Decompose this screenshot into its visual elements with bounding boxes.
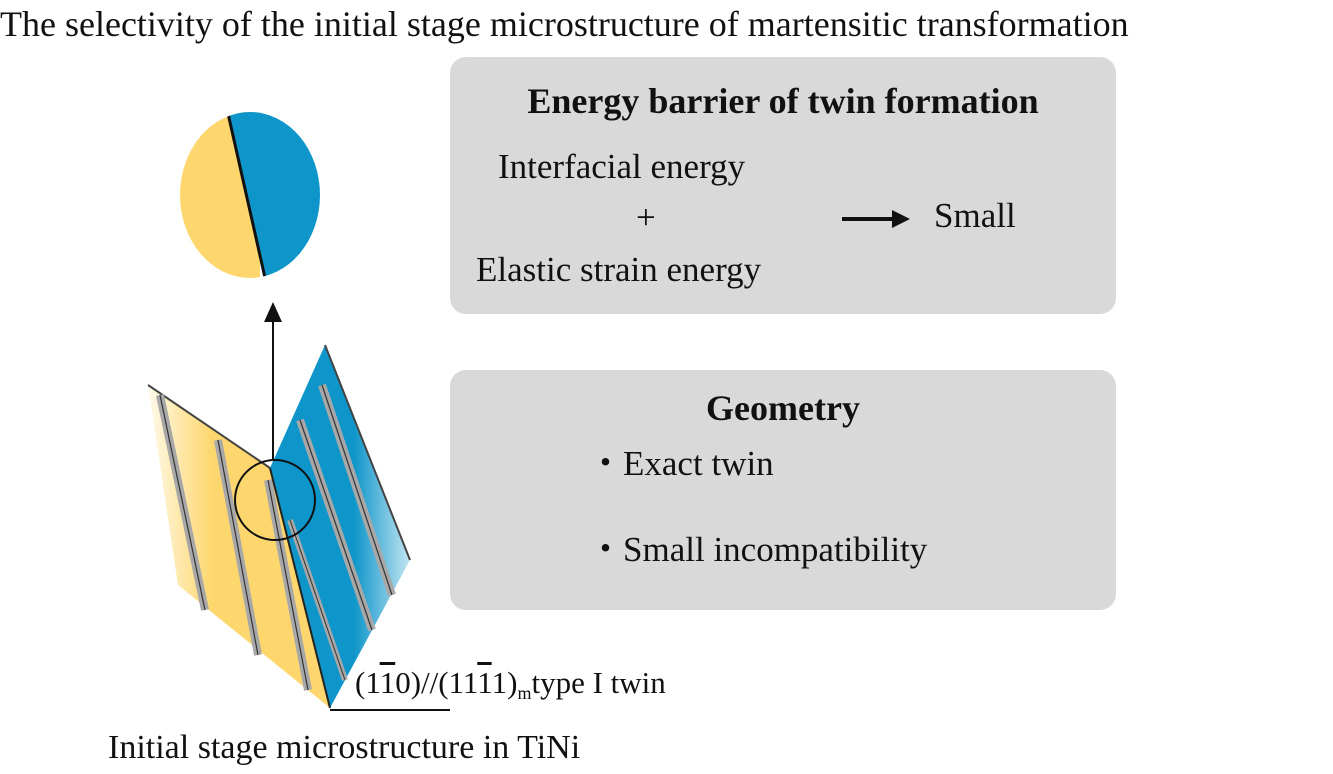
magnified-region-circle (234, 459, 316, 541)
yellow-variant-plate (147, 384, 330, 708)
plus-sign: + (636, 198, 656, 237)
arrow-up-icon (264, 302, 282, 322)
bullet: ・ (588, 530, 624, 569)
geometry-item-exact-twin: ・Exact twin (588, 444, 774, 484)
geometry-item-label: Exact twin (623, 444, 774, 483)
microstructure-illustration (147, 112, 450, 711)
interfacial-energy-label: Interfacial energy (498, 147, 746, 186)
figure-caption: Initial stage microstructure in TiNi (108, 729, 581, 766)
elastic-strain-energy-label: Elastic strain energy (476, 250, 762, 289)
twin-label-overlined-digit: 1 (379, 665, 396, 700)
energy-barrier-heading: Energy barrier of twin formation (527, 81, 1039, 121)
twin-type-label: (110)//(1111)mtype I twin (355, 663, 666, 713)
geometry-item-small-incompatibility: ・Small incompatibility (588, 530, 927, 570)
small-result-label: Small (934, 196, 1016, 235)
twin-label-part: 1) (491, 665, 518, 700)
twin-label-subscript: m (517, 683, 532, 703)
geometry-item-label: Small incompatibility (623, 530, 928, 569)
diagram-title: The selectivity of the initial stage mic… (0, 4, 1129, 44)
twin-interface-line (269, 467, 331, 709)
geometry-box: Geometry ・Exact twin ・Small incompatibil… (450, 370, 1116, 610)
twin-label-part: type I twin (531, 665, 666, 700)
blue-variant-plate (270, 344, 411, 708)
twin-label-overlined-digit: 1 (477, 665, 492, 700)
arrow-right-icon (842, 210, 910, 228)
energy-barrier-box: Energy barrier of twin formation Interfa… (450, 57, 1116, 314)
magnified-twin-view (180, 112, 320, 278)
twin-label-part: 0)//(11 (395, 665, 478, 700)
twin-label-part: (1 (355, 665, 380, 700)
geometry-heading: Geometry (706, 388, 860, 428)
bullet: ・ (588, 444, 624, 483)
